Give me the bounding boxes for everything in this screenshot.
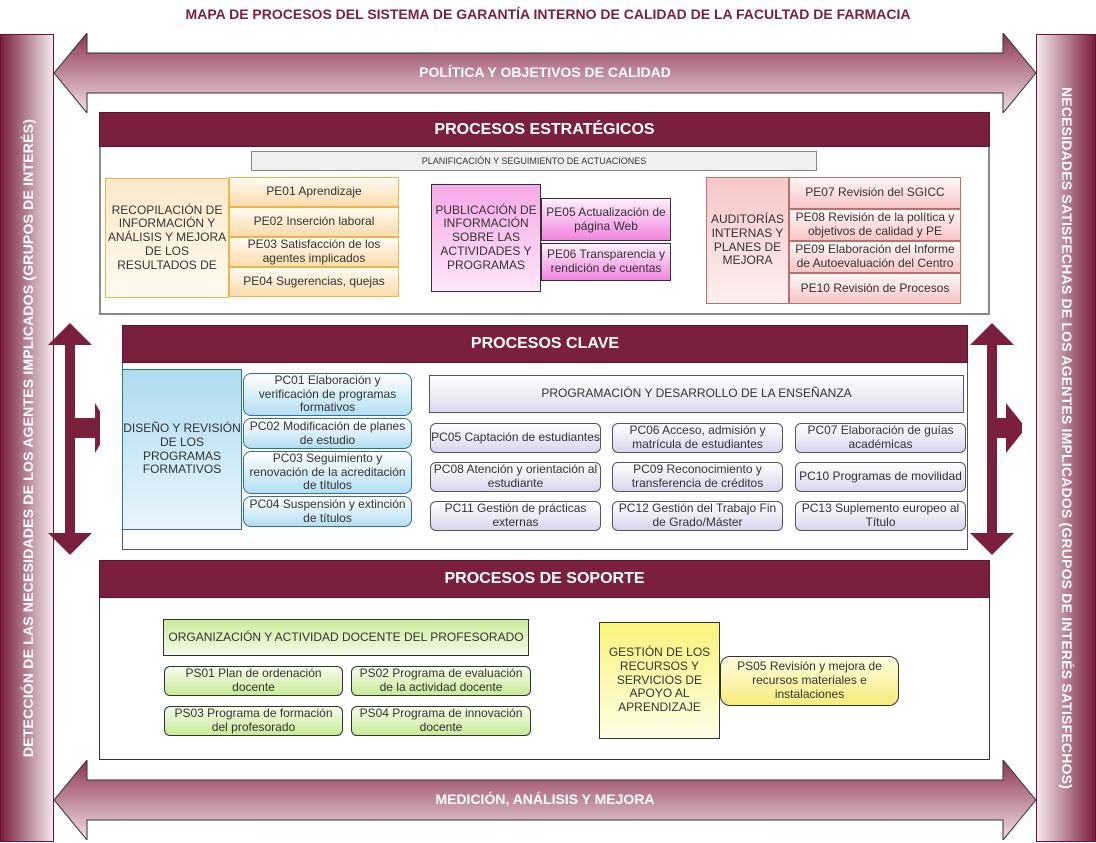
resources-group-label: GESTIÓN DE LOS RECURSOS Y SERVICIOS DE A… xyxy=(599,622,720,739)
process-ps05[interactable]: PS05 Revisión y mejora de recursos mater… xyxy=(720,656,899,706)
process-pc10[interactable]: PC10 Programas de movilidad xyxy=(795,462,966,492)
strategic-header: PROCESOS ESTRATÉGICOS xyxy=(99,112,990,147)
results-group-label: RECOPILACIÓN DE INFORMACIÓN Y ANÁLISIS Y… xyxy=(105,178,229,298)
process-pe03[interactable]: PE03 Satisfacción de los agentes implica… xyxy=(229,237,399,267)
audits-group-label: AUDITORÍAS INTERNAS Y PLANES DE MEJORA xyxy=(706,177,789,304)
process-pe08[interactable]: PE08 Revisión de la política y objetivos… xyxy=(789,209,961,241)
process-ps03[interactable]: PS03 Programa de formación del profesora… xyxy=(164,706,343,736)
process-pe02[interactable]: PE02 Inserción laboral xyxy=(229,207,399,237)
process-pc06[interactable]: PC06 Acceso, admisión y matrícula de est… xyxy=(612,423,783,453)
process-pe01[interactable]: PE01 Aprendizaje xyxy=(229,177,399,207)
process-pc13[interactable]: PC13 Suplemento europeo al Título xyxy=(795,501,966,531)
planning-bar: PLANIFICACIÓN Y SEGUIMIENTO DE ACTUACION… xyxy=(251,151,817,171)
process-pe09[interactable]: PE09 Elaboración del Informe de Autoeval… xyxy=(789,241,961,273)
process-pe06[interactable]: PE06 Transparencia y rendición de cuenta… xyxy=(541,243,671,281)
left-bar-label: DETECCIÓN DE LAS NECESIDADES DE LOS AGEN… xyxy=(20,118,36,758)
left-vertical-arrow-icon xyxy=(48,323,100,555)
top-arrow-label: POLÍTICA Y OBJETIVOS DE CALIDAD xyxy=(419,64,671,80)
design-group-label: DISEÑO Y REVISIÓN DE LOS PROGRAMAS FORMA… xyxy=(122,369,242,530)
right-bar-label: NECESIDADES SATISFECHAS DE LOS AGENTES I… xyxy=(1059,86,1075,789)
support-header: PROCESOS DE SOPORTE xyxy=(99,560,990,598)
process-pc08[interactable]: PC08 Atención y orientación al estudiant… xyxy=(430,462,601,492)
process-ps04[interactable]: PS04 Programa de innovación docente xyxy=(351,706,531,736)
page-title: MAPA DE PROCESOS DEL SISTEMA DE GARANTÍA… xyxy=(185,6,911,22)
process-pc04[interactable]: PC04 Suspensión y extinción de títulos xyxy=(243,496,412,527)
bottom-arrow-label: MEDICIÓN, ANÁLISIS Y MEJORA xyxy=(435,791,655,807)
process-pe05[interactable]: PE05 Actualización de página Web xyxy=(541,198,671,241)
key-header: PROCESOS CLAVE xyxy=(122,325,968,363)
process-ps02[interactable]: PS02 Programa de evaluación de la activi… xyxy=(351,666,531,696)
process-pc02[interactable]: PC02 Modificación de planes de estudio xyxy=(243,418,412,449)
teaching-staff-group-label: ORGANIZACIÓN Y ACTIVIDAD DOCENTE DEL PRO… xyxy=(163,619,529,656)
top-double-arrow-icon: POLÍTICA Y OBJETIVOS DE CALIDAD xyxy=(54,33,1036,113)
bottom-double-arrow-icon: MEDICIÓN, ANÁLISIS Y MEJORA xyxy=(54,760,1036,840)
right-output-bar: NECESIDADES SATISFECHAS DE LOS AGENTES I… xyxy=(1036,34,1096,842)
right-vertical-arrow-icon xyxy=(970,323,1022,555)
process-pc05[interactable]: PC05 Captación de estudiantes xyxy=(430,423,601,453)
process-pc07[interactable]: PC07 Elaboración de guías académicas xyxy=(795,423,966,453)
process-pe10[interactable]: PE10 Revisión de Procesos xyxy=(789,273,961,304)
process-pc01[interactable]: PC01 Elaboración y verificación de progr… xyxy=(243,373,412,416)
process-ps01[interactable]: PS01 Plan de ordenación docente xyxy=(164,666,343,696)
process-pe07[interactable]: PE07 Revisión del SGICC xyxy=(789,177,961,209)
teaching-group-label: PROGRAMACIÓN Y DESARROLLO DE LA ENSEÑANZ… xyxy=(429,375,964,413)
process-pc03[interactable]: PC03 Seguimiento y renovación de la acre… xyxy=(243,451,412,494)
process-pc12[interactable]: PC12 Gestión del Trabajo Fin de Grado/Má… xyxy=(612,501,783,531)
process-pc11[interactable]: PC11 Gestión de prácticas externas xyxy=(430,501,601,531)
left-input-bar: DETECCIÓN DE LAS NECESIDADES DE LOS AGEN… xyxy=(0,34,54,842)
process-pc09[interactable]: PC09 Reconocimiento y transferencia de c… xyxy=(612,462,783,492)
process-pe04[interactable]: PE04 Sugerencias, quejas xyxy=(229,267,399,297)
publication-group-label: PUBLICACIÓN DE INFORMACIÓN SOBRE LAS ACT… xyxy=(431,184,541,292)
